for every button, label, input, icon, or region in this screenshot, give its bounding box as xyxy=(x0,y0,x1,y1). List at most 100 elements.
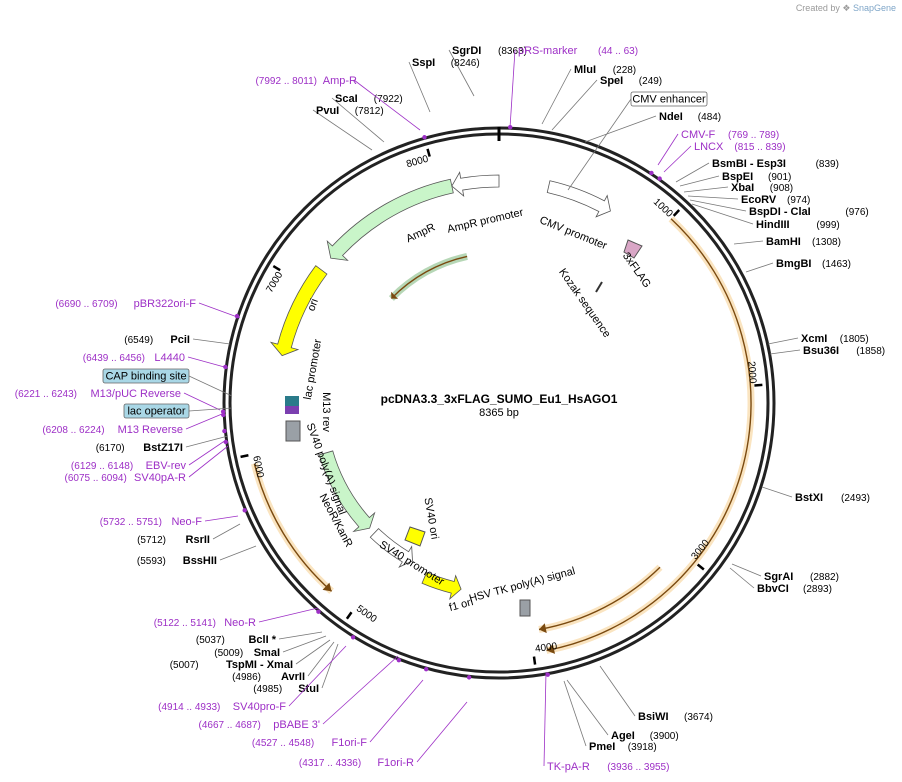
primer-range-cmv-f: (769 .. 789) xyxy=(728,130,779,141)
feature-ampr xyxy=(326,178,454,261)
primer-prs-marker: pRS-marker(44 .. 63) xyxy=(507,45,638,130)
site-name-bstz17i: BstZ17I xyxy=(143,442,183,454)
site-name-bamhi: BamHI xyxy=(766,236,801,248)
tick-mark-7000 xyxy=(272,264,281,272)
site-leader-scai xyxy=(331,97,385,143)
site-bamhi: BamHI(1308) xyxy=(733,236,841,248)
primer-leader-sv40pa-r xyxy=(188,445,229,478)
primer-name-neo-r: Neo-R xyxy=(224,617,256,629)
boxed-cap-binding-site: CAP binding site xyxy=(102,368,233,397)
primer-f1ori-f: F1ori-F(4527 .. 4548) xyxy=(252,667,429,749)
site-pos-ecorv: (974) xyxy=(787,195,810,206)
primer-leader-l4440 xyxy=(187,356,229,369)
site-leader-smai xyxy=(282,635,327,653)
site-pos-bbvci: (2893) xyxy=(803,584,832,595)
site-xcmi: XcmI(1805) xyxy=(767,333,869,345)
site-leader-avrii xyxy=(307,641,335,677)
tick-mark-2000 xyxy=(754,383,763,387)
site-leader-stui xyxy=(321,643,339,689)
primer-range-neo-f: (5732 .. 5751) xyxy=(100,517,162,528)
boxed-rect-cap-binding-site xyxy=(102,368,190,384)
plasmid-length: 8365 bp xyxy=(479,407,519,419)
site-name-agei: AgeI xyxy=(611,730,635,742)
orf-neo xyxy=(253,463,333,592)
site-name-stui: StuI xyxy=(298,683,319,695)
primer-leader-pbr322ori-f xyxy=(198,302,241,319)
tick-mark-6000 xyxy=(240,454,249,459)
site-leader-ecorv xyxy=(687,195,739,200)
feature-hsv-tk-polya-signal xyxy=(519,599,531,617)
site-pos-bstz17i: (6170) xyxy=(96,443,125,454)
site-bspei: BspEI(901) xyxy=(679,171,791,187)
orf-inner-arrowhead xyxy=(538,623,547,634)
site-scai: ScaI(7922) xyxy=(331,93,403,143)
primer-leader-pbabe-3 xyxy=(322,655,399,725)
primer-sv40pa-r: SV40pA-R(6075 .. 6094) xyxy=(65,439,229,484)
feature-label-ori: ori xyxy=(305,297,320,313)
primer-name-tk-pa-r: TK-pA-R xyxy=(547,761,590,773)
site-tspmi-xmai: TspMI - XmaI(5007) xyxy=(170,639,331,671)
site-pos-ndei: (484) xyxy=(698,112,721,123)
primer-range-amp-r: (7992 .. 8011) xyxy=(255,76,317,87)
primer-leader-m13-puc-reverse xyxy=(183,392,221,411)
primer-leader-m13-reverse xyxy=(185,413,223,430)
feature-ampr-promoter xyxy=(451,171,500,197)
feature-label-3xflag: 3xFLAG xyxy=(620,250,653,290)
primer-l4440: L4440(6439 .. 6456) xyxy=(83,352,229,370)
primer-marker-tk-pa-r xyxy=(545,672,550,677)
primer-ebv-rev: EBV-rev(6129 .. 6148) xyxy=(71,428,227,472)
primer-leader-tk-pa-r xyxy=(543,671,547,767)
primer-marker-neo-r xyxy=(316,609,321,614)
site-leader-rsrii xyxy=(212,523,241,540)
primer-cmv-f: CMV-F(769 .. 789) xyxy=(649,129,779,176)
site-name-pvui: PvuI xyxy=(316,105,339,117)
primer-leader-cmv-f xyxy=(657,133,679,166)
features-layer xyxy=(269,171,643,617)
site-pos-spei: (249) xyxy=(639,76,662,87)
orf-amp xyxy=(390,255,468,299)
tick-mark-5000 xyxy=(345,611,353,620)
primer-name-f1ori-f: F1ori-F xyxy=(332,737,368,749)
primer-m13-reverse: M13 Reverse(6208 .. 6224) xyxy=(42,412,226,436)
primer-range-ebv-rev: (6129 .. 6148) xyxy=(71,461,133,472)
primer-range-neo-r: (5122 .. 5141) xyxy=(154,618,216,629)
orf-insert xyxy=(546,218,752,652)
site-name-xcmi: XcmI xyxy=(801,333,827,345)
primer-neo-f: Neo-F(5732 .. 5751) xyxy=(100,508,247,528)
primer-name-sv40pro-f: SV40pro-F xyxy=(233,701,286,713)
site-bcli: BclI *(5037) xyxy=(196,631,323,646)
primer-marker-sv40pa-r xyxy=(223,439,228,445)
primer-range-pbr322ori-f: (6690 .. 6709) xyxy=(55,299,117,310)
site-rsrii: RsrII(5712) xyxy=(137,523,241,546)
site-name-bstxi: BstXI xyxy=(795,492,823,504)
primer-lncx: LNCX(815 .. 839) xyxy=(657,141,786,181)
orf-neo-halo xyxy=(251,462,334,594)
primer-f1ori-r: F1ori-R(4317 .. 4336) xyxy=(299,675,472,769)
site-leader-bspdi-clai xyxy=(689,199,747,212)
site-bspdi-clai: BspDI - ClaI(976) xyxy=(689,199,869,218)
primer-range-pbabe-3: (4667 .. 4687) xyxy=(199,720,261,731)
primer-leader-f1ori-f xyxy=(369,679,424,743)
site-name-spei: SpeI xyxy=(600,75,623,87)
map-center: pcDNA3.3_3xFLAG_SUMO_Eu1_HsAGO1 8365 bp xyxy=(381,392,618,419)
site-bsiwi: BsiWI(3674) xyxy=(599,665,713,723)
primer-marker-f1ori-f xyxy=(423,667,429,672)
site-pos-bspdi-clai: (976) xyxy=(845,207,868,218)
site-name-rsrii: RsrII xyxy=(186,534,210,546)
primer-marker-amp-r xyxy=(422,135,427,140)
site-leader-bstxi xyxy=(761,486,793,498)
tick-mark-8000 xyxy=(426,148,431,157)
site-name-bsu36i: Bsu36I xyxy=(803,345,839,357)
site-pos-stui: (4985) xyxy=(253,684,282,695)
primer-marker-pbr322ori-f xyxy=(234,313,240,319)
primer-marker-prs-marker xyxy=(507,125,513,130)
plasmid-name: pcDNA3.3_3xFLAG_SUMO_Eu1_HsAGO1 xyxy=(381,392,618,406)
site-leader-bbvci xyxy=(729,567,755,589)
site-pos-pmei: (3918) xyxy=(628,742,657,753)
site-leader-bsshii xyxy=(219,545,257,561)
primer-marker-lncx xyxy=(657,176,662,181)
orf-amp-halo xyxy=(388,252,468,301)
tick-mark-4000 xyxy=(532,656,537,665)
primer-leader-amp-r xyxy=(353,79,421,131)
